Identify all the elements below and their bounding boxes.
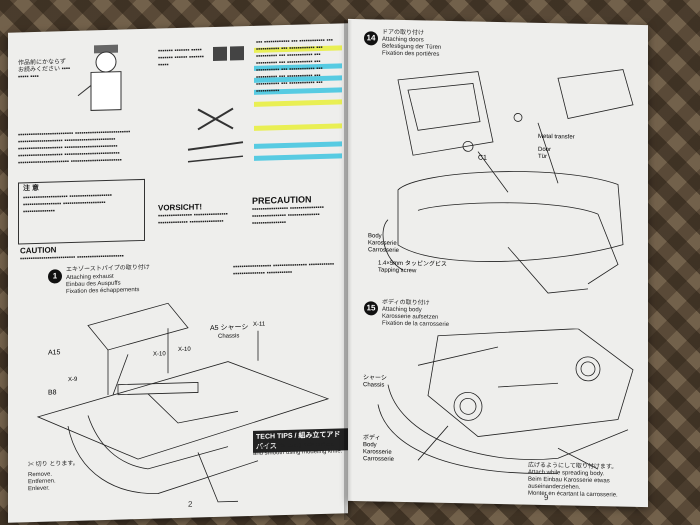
label-karosserie: Karosserie — [368, 240, 397, 247]
label-body-jp: ボディ — [363, 433, 381, 441]
label-body: Body — [368, 233, 382, 239]
tools-text: ▪▪▪▪▪▪▪ ▪▪▪▪▪▪▪ ▪▪▪▪▪ ▪▪▪▪▪▪▪ ▪▪▪▪▪▪ ▪▪▪… — [158, 47, 204, 69]
precaution-label: PRECAUTION — [252, 194, 312, 206]
step-14-number: 14 — [364, 31, 378, 46]
highlight-cyan-4 — [254, 141, 342, 149]
step-1-number: 1 — [48, 269, 62, 284]
label-chassis: Chassis — [363, 382, 384, 388]
label-carrosserie: Carrosserie — [368, 247, 400, 254]
label-door: Door — [538, 147, 551, 153]
step-15-number: 15 — [364, 301, 378, 316]
label-carrosserie-15: Carrosserie — [363, 456, 395, 463]
mechanic-illustration — [77, 44, 122, 111]
left-page-number: 2 — [188, 499, 193, 509]
intro-text-block: ▪▪▪▪▪▪▪▪▪▪▪▪▪▪▪▪▪▪▪▪▪▪▪▪▪▪ ▪▪▪▪▪▪▪▪▪▪▪▪▪… — [18, 129, 131, 167]
part-label-b8: B8 — [48, 389, 57, 396]
highlight-yellow-3 — [254, 123, 342, 131]
right-page: 14 ドアの取り付け Attaching doors Befestigung d… — [348, 18, 648, 508]
highlight-yellow-2 — [254, 99, 342, 107]
caution-label: CAUTION — [20, 245, 57, 256]
tools-illustration — [187, 46, 244, 163]
label-c1: C1 — [478, 155, 487, 162]
intro-text-jp: 作品前にかならず お読みください ▪▪▪▪ ▪▪▪▪▪ ▪▪▪▪ — [18, 59, 71, 81]
tech-tips-text: Cut off parts using side cutters and smo… — [253, 441, 343, 457]
decal-notes: ▪▪▪▪▪▪▪▪▪▪▪▪▪▪▪▪▪▪ ▪▪▪▪▪▪▪▪▪▪▪▪▪▪▪▪ ▪▪▪▪… — [233, 261, 335, 278]
part-label-x9: X-9 — [68, 377, 78, 383]
label-body-15: Body — [363, 442, 377, 448]
spine-shadow — [344, 20, 352, 520]
left-page: 作品前にかならず お読みください ▪▪▪▪ ▪▪▪▪▪ ▪▪▪▪ ▪▪▪▪▪▪▪… — [8, 23, 348, 523]
precaution-text: ▪▪▪▪▪▪▪▪▪▪▪▪▪▪▪▪▪ ▪▪▪▪▪▪▪▪▪▪▪▪▪▪▪▪ ▪▪▪▪▪… — [252, 204, 324, 227]
label-metal-transfer: Metal transfer — [538, 134, 575, 141]
part-label-chassis: Chassis — [218, 333, 239, 340]
step-14-diagram: C1 Metal transfer Door Tür Body Karosser… — [368, 69, 634, 294]
label-tapping-screw-size: 1.4×5mm タッピングビス — [378, 258, 447, 267]
vorsicht-label: VORSICHT! — [158, 202, 202, 213]
paint-list: ▪▪▪ ▪▪▪▪▪▪▪▪▪▪▪▪ ▪▪▪ ▪▪▪▪▪▪▪▪▪▪▪▪ ▪▪▪ ▪▪… — [256, 37, 333, 95]
step-15-diagram: シャーシ Chassis ボディ Body Karosserie Carross… — [363, 328, 634, 474]
label-karosserie-15: Karosserie — [363, 449, 392, 456]
part-label-x11: X-11 — [253, 322, 266, 328]
label-tur: Tür — [538, 154, 547, 160]
caution-jp-label: 注 意 — [23, 184, 39, 193]
caution-box-jp: 注 意 ▪▪▪▪▪▪▪▪▪▪▪▪▪▪▪▪▪▪▪▪▪ ▪▪▪▪▪▪▪▪▪▪▪▪▪▪… — [18, 178, 145, 245]
label-tapping-screw: Tapping screw — [378, 267, 417, 274]
part-label-x10: X-10 — [178, 347, 191, 353]
highlight-cyan-5 — [254, 153, 342, 161]
remove-label-jp: ✂ 切り とります。 — [28, 460, 79, 469]
part-label-a5: A5 シャーシ — [210, 324, 248, 332]
step-1-diagram: A15 A5 シャーシ Chassis X-11 X-10 X-9 B8 X-1… — [36, 302, 330, 503]
step-14-title-fr: Fixation des portières — [382, 50, 440, 58]
step-15-note-fr: Monter en écartant la carrosserie. — [528, 490, 618, 499]
caution-jp-text: ▪▪▪▪▪▪▪▪▪▪▪▪▪▪▪▪▪▪▪▪▪ ▪▪▪▪▪▪▪▪▪▪▪▪▪▪▪▪▪▪… — [23, 192, 112, 216]
vorsicht-text: ▪▪▪▪▪▪▪▪▪▪▪▪▪▪▪▪ ▪▪▪▪▪▪▪▪▪▪▪▪▪▪▪▪ ▪▪▪▪▪▪… — [158, 211, 228, 227]
step-1-title-jp: エキゾーストパイプの取り付け — [66, 264, 150, 274]
part-label-x10b: X-10 — [153, 351, 166, 357]
remove-label-fr: Enlever. — [28, 485, 50, 493]
label-chassis-jp: シャーシ — [363, 375, 387, 381]
part-label-a15: A15 — [48, 349, 61, 356]
right-page-number: 9 — [544, 492, 549, 503]
